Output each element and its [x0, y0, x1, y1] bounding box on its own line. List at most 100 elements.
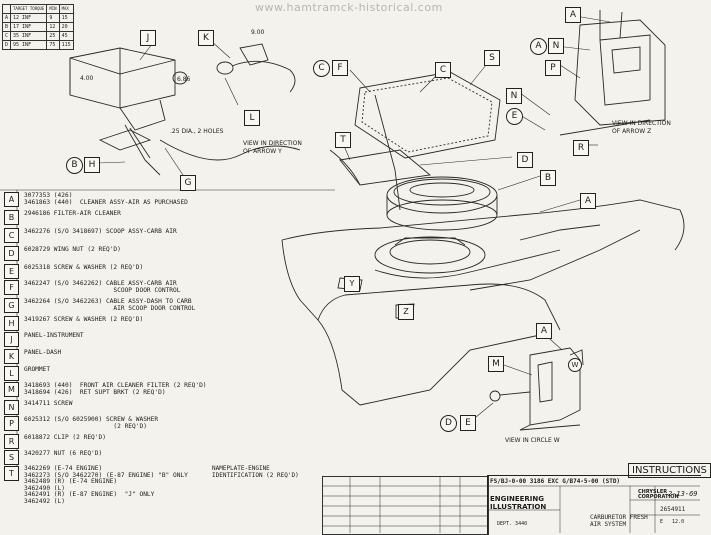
- list-item: E 6025318 SCREW & WASHER (2 REQ'D): [4, 264, 334, 280]
- list-item: T 3462269 (E-74 ENGINE) 3462273 (S/O 3462…: [4, 465, 334, 504]
- callout-d: D: [517, 152, 533, 168]
- car-body: [281, 199, 685, 406]
- callout-d-circle: D: [440, 415, 457, 432]
- list-item: L GROMMET: [4, 366, 334, 382]
- callout-a: A: [565, 7, 581, 23]
- part-letter: S: [4, 450, 19, 465]
- air-cleaner: [386, 176, 498, 231]
- list-item: A 3077353 (426) 3461863 (440) CLEANER ASS…: [4, 192, 334, 208]
- page-number: 12.0: [672, 519, 685, 525]
- callout-c-circle: C: [313, 60, 330, 77]
- callout-n-lower: N: [506, 88, 522, 104]
- callout-f: F: [332, 60, 348, 76]
- revision-grid: [322, 476, 700, 533]
- model-code: FS/BJ-0-00 3186 EXC G/B74-5-00 (STD): [490, 478, 621, 485]
- view-arrow-z-label: Z: [398, 304, 414, 320]
- part-description: 3414711 SCREW: [24, 400, 73, 407]
- part-description: 3462264 (S/O 3462263) CABLE ASSY-DASH TO…: [24, 298, 196, 312]
- dimension-900: 9.00: [251, 29, 265, 36]
- list-item: F 3462247 (S/O 3462262) CABLE ASSY-CARB A…: [4, 280, 334, 296]
- callout-a-mid: A: [580, 193, 596, 209]
- part-letter: L: [4, 366, 19, 381]
- torque-cell: 115: [58, 40, 74, 50]
- list-item: G 3462264 (S/O 3462263) CABLE ASSY-DASH T…: [4, 298, 334, 314]
- list-item: R 6018872 CLIP (2 REQ'D): [4, 434, 334, 450]
- list-item: C 3462276 (S/O 3418697) SCOOP ASSY-CARB A…: [4, 228, 334, 244]
- part-letter: B: [4, 210, 19, 225]
- part-description: 3419267 SCREW & WASHER (2 REQ'D): [24, 316, 144, 323]
- list-item: J PANEL-INSTRUMENT: [4, 332, 334, 348]
- list-item: H 3419267 SCREW & WASHER (2 REQ'D): [4, 316, 334, 332]
- part-letter: G: [4, 298, 19, 313]
- bracket-circle-detail: [489, 347, 584, 431]
- view-arrow-y-label: Y: [344, 276, 360, 292]
- dimension-686: 6.86: [177, 76, 191, 83]
- part-description: 3462269 (E-74 ENGINE) 3462273 (S/O 34622…: [24, 465, 188, 505]
- part-letter: N: [4, 400, 19, 415]
- part-letter: T: [4, 466, 19, 481]
- list-item: N 3414711 SCREW: [4, 400, 334, 416]
- list-item: B 2946186 FILTER-AIR CLEANER: [4, 210, 334, 226]
- callout-k: K: [198, 30, 214, 46]
- view-y-caption: VIEW IN DIRECTION OF ARROW Y: [243, 140, 302, 155]
- view-z-caption: VIEW IN DIRECTION OF ARROW Z: [612, 120, 671, 135]
- part-description: PANEL-DASH: [24, 349, 62, 356]
- part-letter: H: [4, 316, 19, 331]
- part-description: 3420277 NUT (6 REQ'D): [24, 450, 103, 457]
- scoop-assembly: [329, 71, 501, 211]
- part-letter: P: [4, 416, 19, 431]
- callout-a-lower: A: [536, 323, 552, 339]
- hood-hinge-detail: [559, 10, 666, 136]
- part-letter: E: [4, 264, 19, 279]
- callout-s: S: [484, 50, 500, 66]
- part-description: 2946186 FILTER-AIR CLEANER: [24, 210, 121, 217]
- callout-e-circle: E: [506, 108, 523, 125]
- section-letter: E: [660, 519, 664, 525]
- callout-p: P: [545, 60, 561, 76]
- nameplate-note: NAMEPLATE-ENGINE IDENTIFICATION (2 REQ'D…: [212, 465, 299, 479]
- drawing-title: CARBURETOR FRESH AIR SYSTEM: [590, 514, 648, 528]
- engineering-illustration-label: ENGINEERING ILLUSTRATION: [490, 495, 547, 511]
- callout-e: E: [460, 415, 476, 431]
- part-letter: M: [4, 382, 19, 397]
- part-description: 3462276 (S/O 3418697) SCOOP ASSY-CARB AI…: [24, 228, 177, 235]
- watermark: www.hamtramck-historical.com: [255, 1, 443, 14]
- revision-table: [322, 476, 489, 535]
- list-item: K PANEL-DASH: [4, 349, 334, 365]
- callout-m: M: [488, 356, 504, 372]
- callout-l: L: [244, 110, 260, 126]
- part-description: GROMMET: [24, 366, 51, 373]
- callout-j: J: [140, 30, 156, 46]
- part-description: 6025318 SCREW & WASHER (2 REQ'D): [24, 264, 144, 271]
- part-letter: R: [4, 434, 19, 449]
- callout-r: R: [573, 140, 589, 156]
- part-letter: K: [4, 349, 19, 364]
- grommet-detail: [216, 43, 296, 93]
- brand-logo: CHRYSLER CORPORATION: [638, 489, 679, 500]
- part-description: 6018872 CLIP (2 REQ'D): [24, 434, 106, 441]
- department: DEPT. 3440: [497, 521, 528, 527]
- list-item: S 3420277 NUT (6 REQ'D): [4, 450, 334, 466]
- part-description: PANEL-INSTRUMENT: [24, 332, 84, 339]
- view-w-caption: VIEW IN CIRCLE W: [505, 437, 560, 444]
- part-description: 3077353 (426) 3461863 (440) CLEANER ASSY…: [24, 192, 188, 206]
- part-letter: C: [4, 228, 19, 243]
- callout-h: H: [84, 157, 100, 173]
- instructions-title: INSTRUCTIONS: [628, 463, 711, 478]
- part-letter: J: [4, 332, 19, 347]
- callout-b-circle: B: [66, 157, 83, 174]
- part-letter: D: [4, 246, 19, 261]
- holes-caption: .25 DIA., 2 HOLES: [170, 128, 224, 135]
- callout-t: T: [335, 132, 351, 148]
- section-page: E 12.0: [660, 519, 684, 525]
- callout-b: B: [540, 170, 556, 186]
- part-description: 3462247 (S/O 3462262) CABLE ASSY-CARB AI…: [24, 280, 181, 294]
- part-description: 6028729 WING NUT (2 REQ'D): [24, 246, 121, 253]
- part-letter: A: [4, 192, 19, 207]
- callout-a-circle: A: [530, 38, 547, 55]
- part-letter: F: [4, 280, 19, 295]
- drawing-date: 2-13-69: [668, 490, 698, 498]
